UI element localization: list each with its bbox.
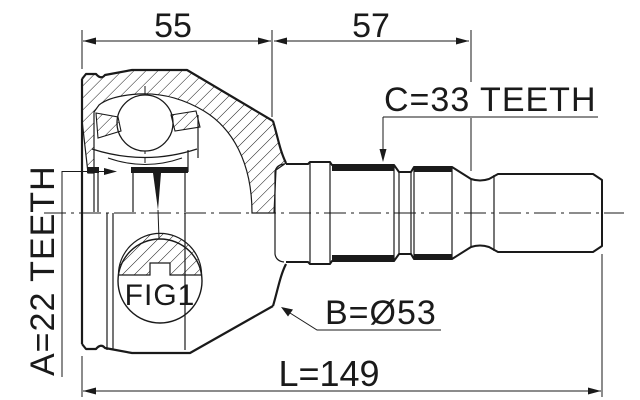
bell-rim <box>274 163 285 263</box>
spline-c-label: C=33 TEETH <box>384 81 597 119</box>
shaft-section-lines <box>309 162 495 264</box>
groove-pointer <box>153 173 161 210</box>
dim-55-label: 55 <box>154 7 192 45</box>
housing-section-hatch <box>81 69 287 214</box>
leader-arrows <box>104 149 387 317</box>
fig1-label: FIG1 <box>125 279 196 312</box>
spline-a-label: A=22 TEETH <box>24 165 62 376</box>
diameter-b-label: B=Ø53 <box>325 294 437 332</box>
dim-57-label: 57 <box>352 7 390 45</box>
inner-race-left <box>95 112 122 139</box>
joint-interior <box>87 94 201 212</box>
bell-lower-edges <box>106 213 114 350</box>
fig1-section-detail <box>117 232 203 276</box>
length-l-label: L=149 <box>278 353 379 394</box>
spline-bands <box>332 165 452 261</box>
housing-outline <box>80 68 287 355</box>
label-leaders <box>61 116 598 377</box>
dimension-lines <box>81 30 603 397</box>
inner-race-right <box>170 110 201 132</box>
bearing-ball <box>116 94 174 152</box>
dimension-arrows <box>83 37 601 395</box>
fig1-balloon: FIG1 <box>117 209 203 350</box>
